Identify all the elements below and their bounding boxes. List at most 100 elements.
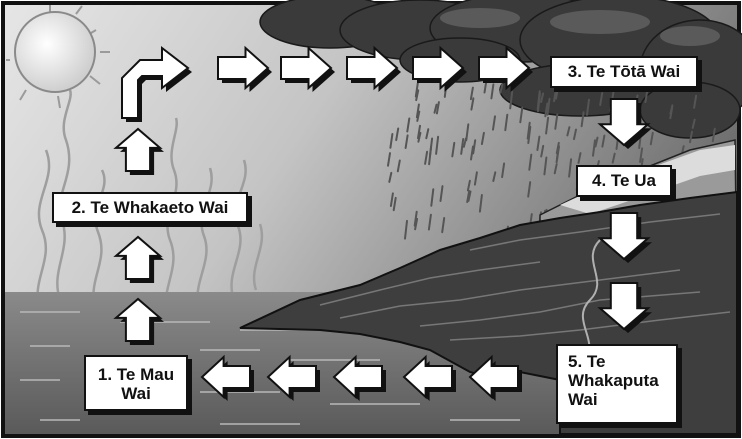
down-arrow-3 (597, 282, 651, 331)
left-arrow-2 (266, 354, 317, 400)
rain-streak (543, 156, 548, 176)
sun (6, 5, 110, 109)
rain-streak (415, 89, 420, 102)
rain-streak (545, 116, 550, 135)
rain-streak (556, 145, 560, 161)
rain-streak (466, 190, 471, 203)
stage-4-line-1: 4. Te Ua (592, 171, 656, 190)
stage-1-label: 1. Te Mau Wai (84, 355, 188, 411)
rain-streak (462, 137, 467, 148)
right-arrow-1 (217, 45, 270, 91)
right-arrow-4 (412, 45, 465, 91)
rain-streak (427, 213, 432, 231)
rain-streak (601, 134, 606, 148)
rain-streak (566, 126, 571, 137)
rain-streak (392, 196, 397, 212)
rain-streak (395, 127, 400, 142)
rain-streak (435, 135, 440, 155)
rain-streak (439, 185, 444, 202)
rain-streak (644, 89, 649, 103)
rain-streak (480, 131, 485, 146)
rain-streak (546, 97, 551, 116)
cloud-highlights (440, 8, 720, 46)
bent-arrow (121, 45, 190, 119)
rain-streak (396, 159, 401, 173)
rain-streak (492, 115, 496, 131)
right-arrow-2 (280, 45, 333, 91)
rain-streak (469, 86, 474, 101)
rain-streak (554, 113, 559, 130)
rain-streak (429, 137, 434, 156)
rain-streak (639, 147, 644, 163)
rain-streak (467, 190, 472, 202)
rain-streak (492, 171, 497, 182)
rain-streak (499, 83, 504, 94)
rain-streak (553, 88, 557, 103)
rain-streak (501, 162, 506, 179)
rain-streak (472, 139, 477, 155)
rain-streak (509, 90, 514, 110)
stage-2-line-1: 2. Te Whakaeto Wai (71, 198, 229, 217)
rain-streak (594, 136, 599, 148)
rain-streak (470, 97, 475, 111)
stage-5-line-2: Whakaputa (568, 371, 659, 390)
rain-streak (573, 128, 577, 141)
rain-streak (669, 105, 674, 120)
rain-streak (693, 94, 698, 109)
stage-4-label: 4. Te Ua (576, 165, 672, 197)
down-arrow-1 (597, 98, 651, 147)
rain-streak (519, 106, 524, 124)
right-arrow-5 (478, 45, 531, 91)
rain-streak (473, 171, 478, 186)
up-arrow-3 (113, 127, 163, 172)
rain-streak (540, 144, 545, 158)
rain-streak (586, 98, 590, 116)
rain-streak (580, 111, 585, 128)
rain-streak (404, 134, 409, 149)
rain-streak (599, 92, 604, 106)
rain-streak (389, 192, 394, 207)
rain-streak (465, 123, 470, 142)
stage-3-label: 3. Te Tōtā Wai (550, 56, 698, 88)
rain-streak (414, 217, 419, 231)
stage-5-label: 5. Te Whakaputa Wai (556, 344, 678, 424)
rain-streak (555, 86, 559, 100)
rain-streak (592, 139, 596, 157)
rain-streak (504, 113, 509, 132)
rain-streak (425, 128, 430, 140)
rain-streak (527, 181, 532, 198)
right-arrow-3 (346, 45, 399, 91)
rain-streak (528, 153, 533, 171)
rain-streak (466, 179, 471, 192)
rain-streak (388, 171, 393, 183)
rain-streak (649, 131, 654, 146)
rain-streak (536, 90, 541, 110)
river (581, 239, 601, 361)
rain-streak (490, 83, 495, 100)
stage-2-label: 2. Te Whakaeto Wai (52, 192, 248, 223)
rain-streak (691, 118, 696, 129)
rain-streak (413, 210, 418, 227)
left-arrow-1 (200, 354, 251, 400)
rain-streak (536, 135, 541, 151)
rain-streak (417, 131, 422, 143)
rain-streak (435, 101, 440, 115)
up-arrow-2 (113, 235, 163, 280)
rain-streak (389, 133, 394, 149)
rain-streak (417, 124, 421, 140)
rain-streak (441, 217, 446, 234)
rain-streak (451, 141, 456, 158)
rain-streak (414, 82, 419, 98)
rain-streak (568, 158, 573, 178)
stage-1-line-1: 1. Te Mau (97, 365, 175, 384)
rain-streak (433, 103, 438, 114)
rain-streak (711, 127, 716, 143)
stage-3-line-1: 3. Te Tōtā Wai (567, 62, 681, 81)
flow-arrows (113, 45, 652, 401)
rain-streak (527, 125, 532, 144)
left-arrow-3 (332, 354, 383, 400)
rain-streak (540, 92, 545, 103)
rain-streak (387, 152, 391, 167)
rain-streak (577, 152, 582, 164)
